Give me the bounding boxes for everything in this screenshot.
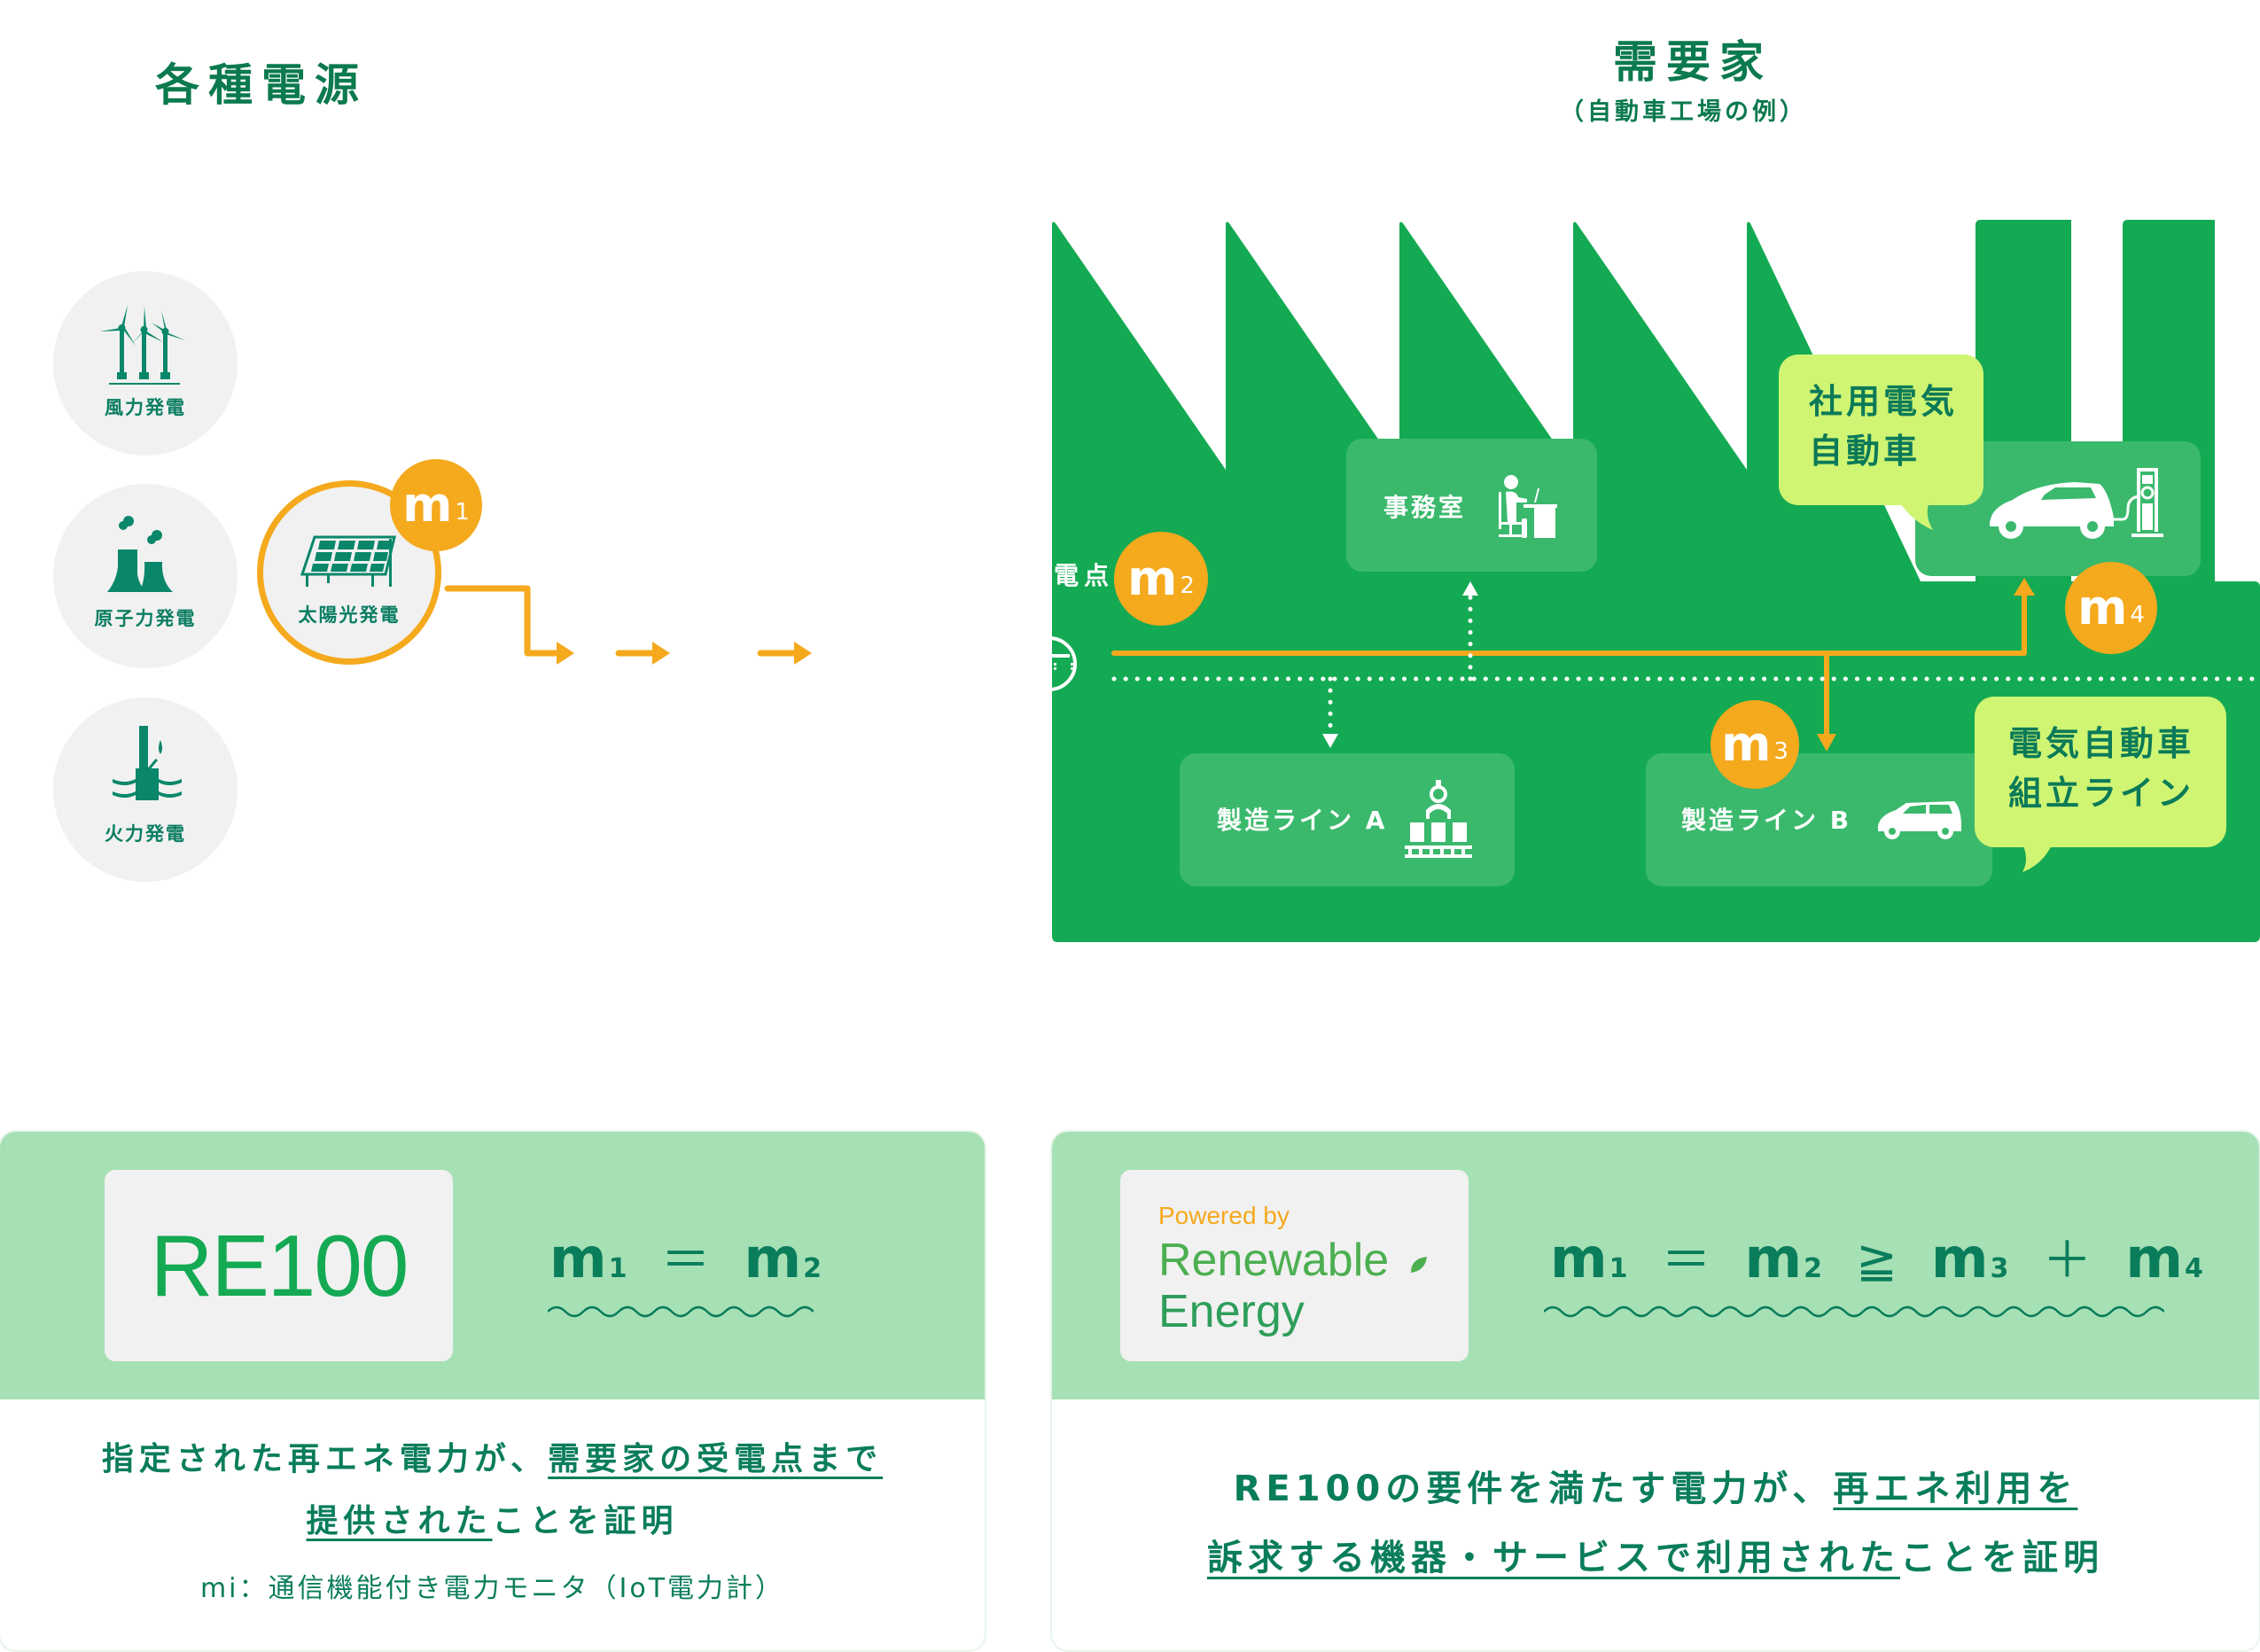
renewable-description-line1: RE100の要件を満たす電力が、再エネ利用を [1233,1469,2078,1509]
re100-description-line2: 提供されたことを証明 [306,1503,679,1539]
nuclear-plant-icon [107,516,173,592]
source-label: 太陽光発電 [298,604,401,626]
source-thermal[interactable]: 火力発電 [53,697,238,882]
arrow-head-icon [557,642,574,665]
room-company-ev[interactable] [1915,441,2201,576]
room-label: 製造ライン B [1681,806,1852,835]
bubble-tail [2022,844,2053,872]
receiving-point-label: 受電点 [1052,561,1114,590]
arrow-head-icon [652,642,670,665]
source-label: 風力発電 [105,397,186,418]
leaf-icon [1411,1257,1427,1273]
distribution-lines [1111,578,2260,752]
re100-description-line1: 指定された再エネ電力が、需要家の受電点まで [101,1441,884,1477]
room-office[interactable]: 事務室 [1346,439,1597,572]
source-label: 原子力発電 [94,608,197,629]
solar-panel-icon [300,535,396,587]
re100-logo: RE100 [105,1170,453,1361]
room-line-a[interactable]: 製造ライン A [1180,753,1515,886]
office-worker-icon [1499,475,1557,538]
wind-turbine-icon [100,305,185,385]
room-line-b[interactable]: 製造ライン B [1646,753,1992,886]
meter-sub: 4 [2130,602,2145,628]
source-label: 火力発電 [105,823,186,845]
meter-sub: 1 [455,499,470,526]
arrow-line-1 [444,585,562,657]
meter-letter: m [1721,716,1772,772]
meter-sub: 3 [1773,738,1789,765]
source-wind[interactable]: 風力発電 [53,271,238,456]
meter-note: mi：通信機能付き電力モニタ（IoT電力計） [199,1573,785,1604]
car-icon [1878,801,1961,839]
powered-by-renewable-energy-logo: Powered by Renewable Energy [1120,1170,1469,1361]
bubble-company-ev: 社用電気 自動車 [1779,355,1983,530]
factory-robot-arm-icon [1405,780,1472,858]
meter-letter: m [1127,550,1178,606]
meter-sub: 2 [1180,573,1195,599]
sources-title: 各種電源 [155,59,368,111]
receiving-meter-icon [1052,636,1082,695]
room-label: 製造ライン A [1217,806,1388,835]
renewable-description-line2: 訴求する機器・サービスで利用されたことを証明 [1207,1538,2104,1578]
source-nuclear[interactable]: 原子力発電 [53,484,238,668]
meter-letter: m [2077,580,2128,635]
arrow-head-icon [794,642,812,665]
ev-charging-icon [1990,468,2163,539]
arrow-head-icon [1322,734,1338,748]
thermal-plant-icon [113,726,182,800]
consumer-subtitle: （自動車工場の例） [1560,98,1807,126]
supply-line-to-ev [1111,591,2027,656]
flow-arrows [444,585,812,665]
wavy-underline [548,1305,814,1318]
bubble-ev-assembly: 電気自動車 組立ライン [1975,697,2226,872]
room-label: 事務室 [1383,493,1467,522]
arrow-head-icon [2014,578,2035,596]
arrow-head-icon [1817,734,1836,752]
consumer-title: 需要家 [1613,36,1773,88]
arrow-head-icon [1462,581,1478,596]
wavy-underline [1544,1305,2164,1318]
bubble-tail [1899,502,1933,530]
meter-letter: m [402,477,453,533]
